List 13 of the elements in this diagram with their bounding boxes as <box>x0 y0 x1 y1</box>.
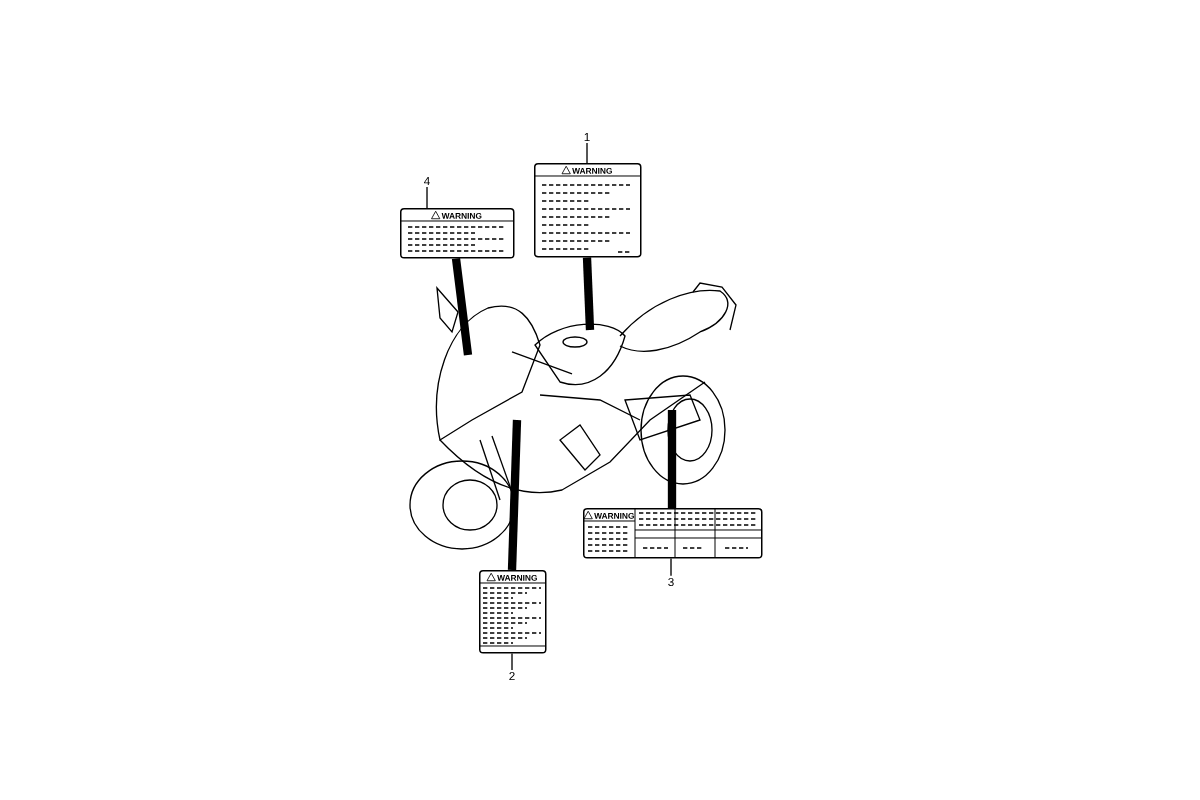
callout-number: 2 <box>509 671 515 681</box>
warning-decal: WARNING <box>582 507 763 559</box>
warning-decal: WARNING <box>399 208 515 259</box>
leader-line <box>670 557 672 577</box>
leader-line <box>426 186 428 209</box>
warning-decal: WARNING <box>478 570 547 654</box>
callout-number: 3 <box>668 577 674 587</box>
callout-number: 1 <box>584 133 590 141</box>
leader-line <box>586 142 588 164</box>
callout-number: 4 <box>424 177 430 185</box>
motorcycle-drawing <box>409 282 737 550</box>
warning-decal: WARNING <box>533 163 642 258</box>
leader-line <box>511 652 513 671</box>
